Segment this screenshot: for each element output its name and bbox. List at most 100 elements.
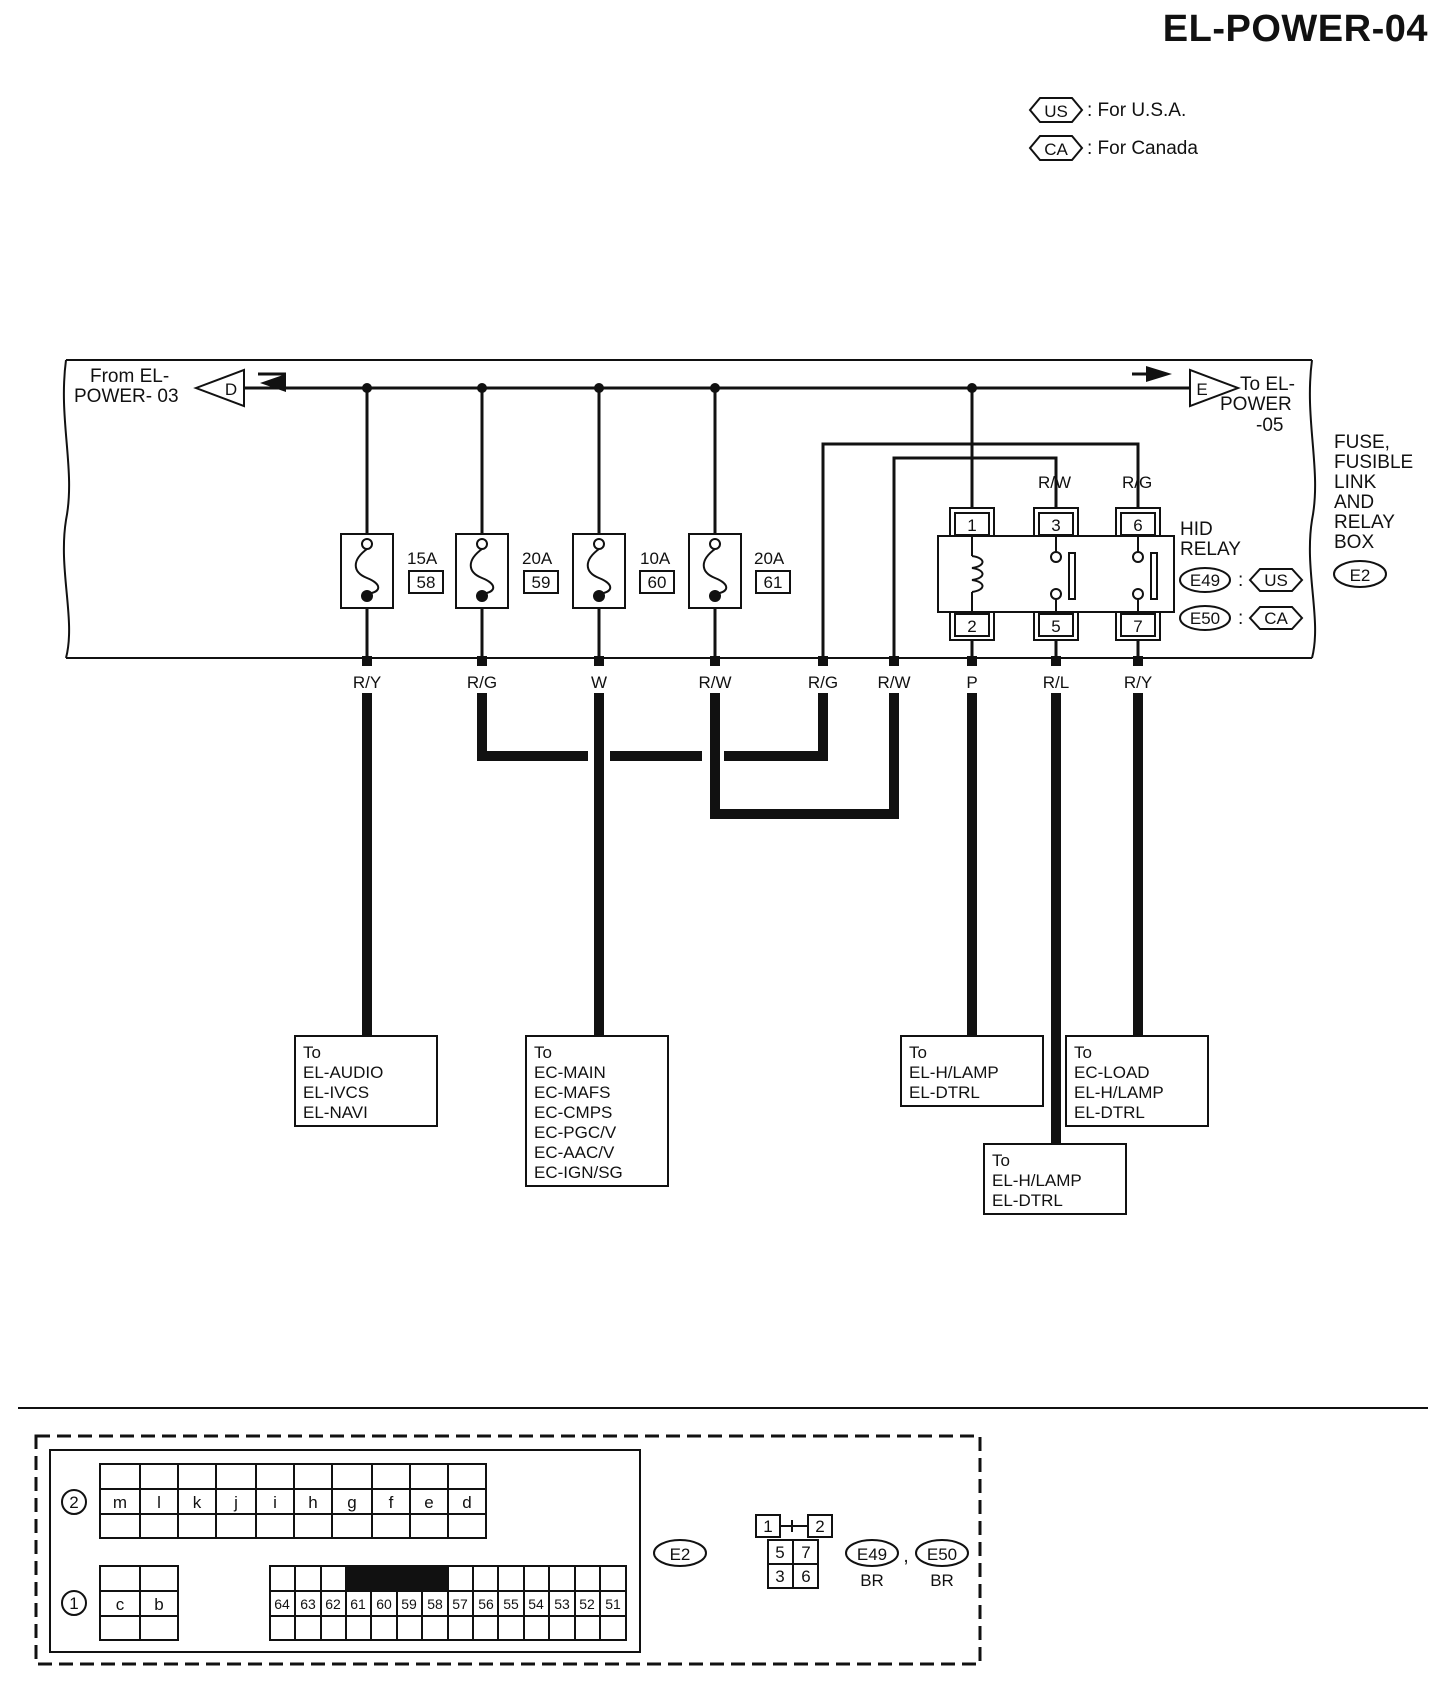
cavity-label: i (273, 1493, 277, 1512)
relay-pin: 2 (967, 617, 976, 636)
wire-color-labels: R/Y R/G W R/W R/G R/W P R/L R/Y (353, 673, 1152, 692)
page-title: EL-POWER-04 (1162, 8, 1428, 50)
destination-line: To (534, 1043, 552, 1062)
relay-pin-label: 3 (775, 1567, 784, 1586)
row-marker: 1 (69, 1594, 78, 1613)
fuse-number: 58 (417, 573, 436, 592)
relay-connector-view: 1 2 5 7 3 6 (755, 1514, 833, 1589)
legend-text-us: : For U.S.A. (1087, 100, 1186, 121)
cavity-label: d (462, 1493, 471, 1512)
destination-hlamp-p: To EL-H/LAMP EL-DTRL (900, 1035, 1044, 1107)
legend-item-us: US : For U.S.A. (1028, 97, 1186, 123)
relay-variant-us: E49 : US (1179, 567, 1304, 593)
to-label-line3: -05 (1256, 415, 1283, 436)
relay-name-line1: HID (1180, 519, 1213, 540)
destination-line: EC-MAFS (534, 1083, 611, 1102)
cavity-label: 63 (300, 1596, 316, 1612)
destination-line: EC-CMPS (534, 1103, 612, 1122)
cavity-label: e (424, 1493, 433, 1512)
destination-line: EC-LOAD (1074, 1063, 1150, 1082)
relay-connector-color: BR (930, 1571, 954, 1590)
fuse-59: 20A 59 (455, 383, 559, 658)
relay-pin: 3 (1051, 516, 1060, 535)
cavity-label: 53 (554, 1596, 570, 1612)
from-label-line2: POWER- 03 (74, 386, 179, 407)
fuse-number: 59 (532, 573, 551, 592)
fuse-box-label: FUSE, FUSIBLE LINK AND RELAY BOX E2 (1333, 432, 1413, 588)
wire-color: P (966, 673, 977, 692)
box-label-line: LINK (1334, 472, 1377, 493)
destination-line: EC-AAC/V (534, 1143, 615, 1162)
svg-text::: : (1238, 570, 1243, 591)
box-label-line: FUSE, (1334, 432, 1390, 453)
relay-top-wire-color: R/G (1122, 473, 1152, 492)
box-label-line: RELAY (1334, 512, 1395, 533)
to-label-line1: To EL- (1240, 374, 1295, 395)
separator: , (903, 1546, 908, 1567)
relay-pin-label: 5 (775, 1543, 784, 1562)
fuse-box-connector-view: 2 1 m l k j i h g f e d c b (49, 1449, 641, 1653)
cavity-label: b (154, 1595, 163, 1614)
cavity-label: h (308, 1493, 317, 1512)
cavity-label: 59 (401, 1596, 417, 1612)
relay-pin: 7 (1133, 617, 1142, 636)
cavity-label: 54 (528, 1596, 544, 1612)
legend: US : For U.S.A. CA : For Canada (1028, 97, 1198, 161)
connector-view-code: E2 (670, 1545, 691, 1564)
variant-connector: E49 (1190, 571, 1220, 590)
wire-color: R/W (698, 673, 731, 692)
destination-audio: To EL-AUDIO EL-IVCS EL-NAVI (294, 1035, 438, 1127)
cavity-label: j (233, 1493, 238, 1512)
relay-variant-ca: E50 : CA (1179, 605, 1304, 631)
terminals (362, 656, 1143, 666)
destination-line: EL-H/LAMP (1074, 1083, 1164, 1102)
legend-item-ca: CA : For Canada (1028, 135, 1198, 161)
cavity-label: 51 (605, 1596, 621, 1612)
cavity-label: 56 (478, 1596, 494, 1612)
relay-connector-code: E50 (927, 1545, 957, 1564)
fuse-58: 15A 58 (340, 383, 444, 658)
cavity-label: l (157, 1493, 161, 1512)
relay-pin-label: 1 (763, 1517, 772, 1536)
destination-line: EC-MAIN (534, 1063, 606, 1082)
row-marker: 2 (69, 1493, 78, 1512)
cavity-label: 61 (350, 1596, 366, 1612)
relay-pin-label: 2 (815, 1517, 824, 1536)
variant-connector: E50 (1190, 609, 1220, 628)
cavity-label: 52 (579, 1596, 595, 1612)
destination-hlamp-rl: To EL-H/LAMP EL-DTRL (983, 1143, 1127, 1215)
to-connector: E To EL- POWER -05 (1189, 368, 1295, 436)
wire-color: R/W (877, 673, 910, 692)
svg-text::: : (1238, 608, 1243, 629)
cavity-label: 55 (503, 1596, 519, 1612)
to-label-line2: POWER (1220, 394, 1292, 415)
fuse-amps: 20A (754, 549, 785, 568)
box-label-line: BOX (1334, 532, 1374, 553)
relay-top-wire-color: R/W (1038, 473, 1071, 492)
relay-connector-codes: E49 BR , E50 BR (845, 1539, 969, 1590)
wire-color: W (591, 673, 607, 692)
fuse-amps: 10A (640, 549, 671, 568)
destination-ec: To EC-MAIN EC-MAFS EC-CMPS EC-PGC/V EC-A… (525, 1035, 669, 1187)
harness-wires (362, 693, 1143, 1149)
legend-text-ca: : For Canada (1087, 138, 1198, 159)
flow-arrow-right (1146, 366, 1172, 382)
wire-color: R/Y (353, 673, 381, 692)
destination-line: EC-PGC/V (534, 1123, 617, 1142)
cavity-label: g (347, 1493, 356, 1512)
box-code: E2 (1350, 566, 1371, 585)
destination-line: EL-NAVI (303, 1103, 368, 1122)
cavity-label: c (116, 1595, 125, 1614)
cavity-label: k (193, 1493, 202, 1512)
legend-code-us: US (1044, 102, 1068, 121)
relay-pin-label: 7 (801, 1543, 810, 1562)
fuse-amps: 15A (407, 549, 438, 568)
to-connector-letter: E (1196, 380, 1207, 399)
relay-pin-label: 6 (801, 1567, 810, 1586)
cavity-label: f (389, 1493, 394, 1512)
wire-color: R/Y (1124, 673, 1152, 692)
flow-arrow-left (260, 374, 286, 392)
fuse-amps: 20A (522, 549, 553, 568)
variant-region: US (1264, 571, 1288, 590)
relay-connector-color: BR (860, 1571, 884, 1590)
